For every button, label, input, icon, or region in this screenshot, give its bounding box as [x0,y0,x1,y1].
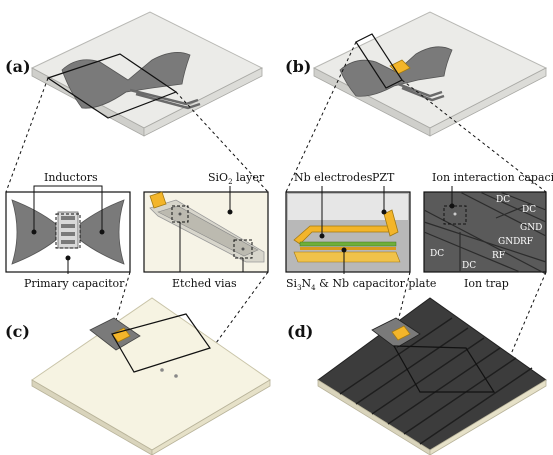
panel-c: (c) [5,297,271,455]
callout-ion-interaction-capacitor: Ion interaction capacitor [432,171,553,184]
pzt-chip-b [389,59,411,75]
zoom-box-c [111,313,211,373]
substrate-d-right-side [429,379,547,455]
callout-inductors: Inductors [44,171,98,184]
inset-pzt: Nb electrodes PZT Si3N4 & Nb capacitor p… [285,171,436,292]
substrate-a-right-side [143,67,263,137]
callout-primary-capacitor: Primary capacitor [24,277,125,290]
trap-electrode-lines-d [339,317,533,445]
ion-capacitor-marker [443,205,467,225]
panel-label-b: (b) [285,57,311,76]
substrate-c-left-side [31,379,153,455]
bowtie-inductors-a [61,52,191,109]
chip-c-pzt [111,327,131,343]
trap-label-rf2: RF [492,251,505,261]
trap-label-dc2: DC [522,205,536,215]
substrate-c-top [31,297,271,451]
panel-a: (a) [5,11,264,137]
substrate-d-left-side [317,379,431,455]
substrate-c-right-side [151,379,271,455]
inset-pzt-right-arm [383,209,399,237]
bowtie-inductors-b [339,46,453,97]
panel-label-d: (d) [287,322,313,341]
zoom-connectors-top [5,41,547,193]
inset-capacitor-plate [300,247,396,250]
zoom-box-d [392,345,496,393]
panel-d: (d) [287,297,547,455]
substrate-b-right-side [429,67,547,137]
inset-electrode-green [299,241,397,247]
primary-capacitor-marker [55,213,81,249]
trap-label-dc3: DC [430,249,444,259]
trap-label-dc1: DC [496,195,510,205]
inset-pzt-corner [149,191,167,209]
inset-sio2-trace-inner [157,205,259,257]
inset-pzt-bottom [293,251,401,263]
chip-d-pzt [391,325,411,341]
callout-si3n4-plate: Si3N4 & Nb capacitor plate [286,277,436,292]
feed-lines-b [397,82,445,102]
trap-label-gnd2: GND [498,237,520,247]
trap-label-dc4: DC [462,261,476,271]
feed-lines-a [129,88,201,110]
trap-label-gnd1: GND [520,223,542,233]
panel-label-a: (a) [5,57,31,76]
inset-ion-trap: DC DC GND RF GND RF DC DC Ion interactio… [423,171,553,290]
panel-label-c: (c) [5,322,30,341]
callout-sio2-layer: SiO2 layer [208,171,265,186]
callout-nb-electrodes: Nb electrodes [294,171,373,184]
panel-b: (b) [285,11,548,137]
trap-label-rf1: RF [520,237,533,247]
callout-ion-trap: Ion trap [464,277,509,290]
callout-etched-vias: Etched vias [172,277,237,290]
inset-sio2: SiO2 layer Etched vias [143,171,269,290]
inset-inductors: Inductors Primary capacitor [5,171,131,290]
callout-pzt: PZT [372,171,395,184]
